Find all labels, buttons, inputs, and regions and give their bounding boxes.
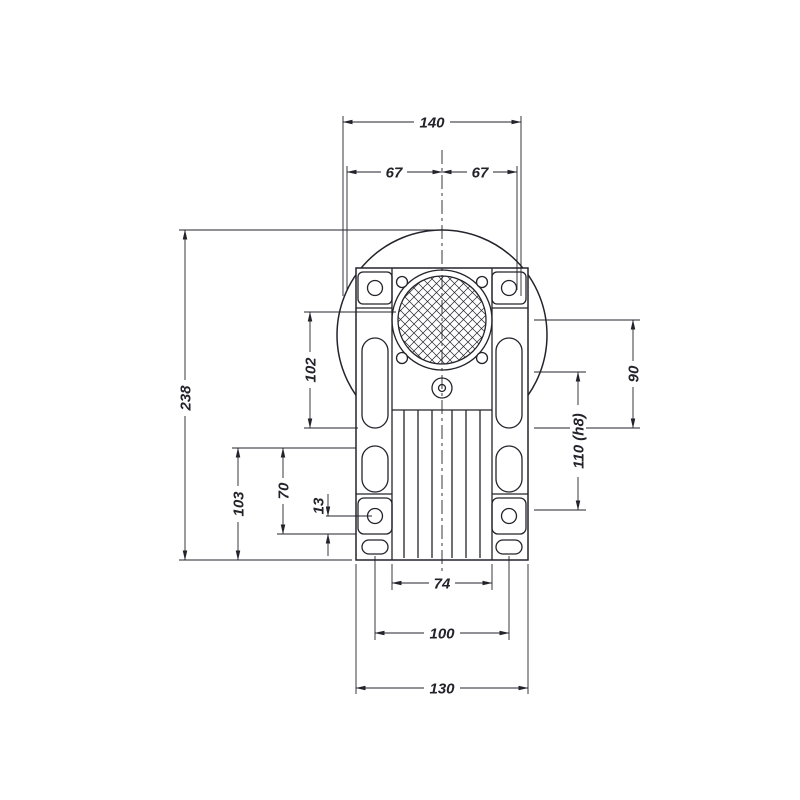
- top-left-bolt-hole: [366, 279, 384, 297]
- bore-bolt-hole-tl: [395, 275, 409, 289]
- right-foot-pad: [491, 497, 527, 535]
- dim-label-67-left: 67: [381, 164, 407, 181]
- dim-label-140: 140: [414, 114, 450, 131]
- svg-text:90: 90: [625, 365, 642, 382]
- svg-text:74: 74: [434, 575, 451, 592]
- dim-label-130: 130: [424, 680, 460, 697]
- svg-text:110 (h8): 110 (h8): [570, 413, 587, 469]
- svg-text:140: 140: [419, 114, 445, 131]
- svg-text:102: 102: [302, 357, 319, 383]
- svg-text:100: 100: [429, 625, 455, 642]
- dim-label-70: 70: [275, 478, 292, 504]
- svg-text:67: 67: [386, 164, 403, 181]
- top-right-bolt-hole: [500, 279, 518, 297]
- svg-text:67: 67: [472, 164, 489, 181]
- bore-bolt-hole-br: [475, 351, 489, 365]
- dim-label-102: 102: [302, 352, 319, 388]
- bore-bolt-hole-bl: [395, 351, 409, 365]
- svg-text:130: 130: [429, 680, 455, 697]
- cooling-fins: [403, 410, 481, 558]
- svg-text:103: 103: [230, 491, 247, 517]
- top-flange-pads: [357, 271, 527, 305]
- left-foot-slot: [361, 539, 389, 555]
- svg-text:13: 13: [310, 497, 327, 514]
- side-slots: [361, 337, 523, 493]
- gearbox-body: [336, 229, 548, 561]
- svg-text:70: 70: [275, 482, 292, 499]
- dim-label-13: 13: [310, 494, 327, 518]
- dim-label-100: 100: [424, 625, 460, 642]
- dimension-labels: 140 67 67 238 102 103 70 13: [177, 114, 642, 697]
- dim-label-67-right: 67: [467, 164, 493, 181]
- dim-label-74: 74: [429, 575, 455, 592]
- svg-text:238: 238: [177, 385, 194, 412]
- right-foot-slot: [495, 539, 523, 555]
- dim-label-110-h8: 110 (h8): [570, 405, 587, 477]
- top-left-pad: [357, 271, 393, 305]
- dim-label-90: 90: [625, 361, 642, 387]
- extension-lines: [179, 116, 640, 694]
- bore-bolt-hole-tr: [475, 275, 489, 289]
- dim-label-103: 103: [230, 486, 247, 522]
- right-foot-hole: [500, 507, 518, 525]
- dim-label-238: 238: [177, 380, 194, 416]
- top-right-pad: [491, 271, 527, 305]
